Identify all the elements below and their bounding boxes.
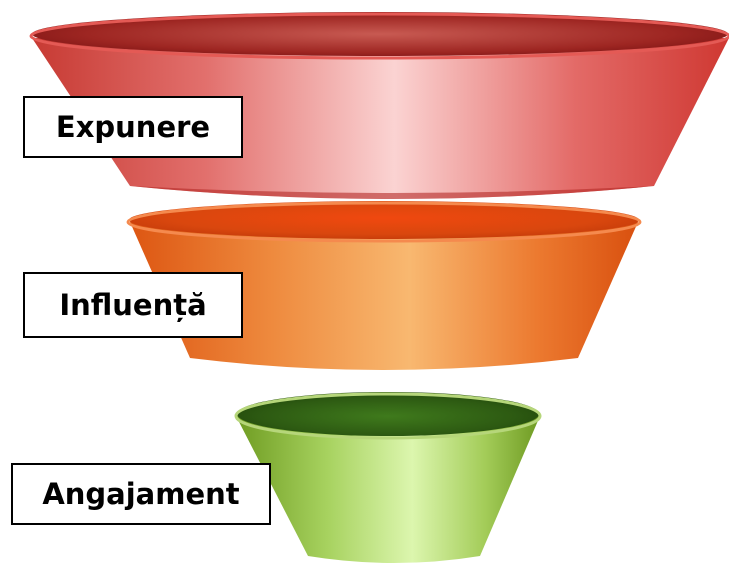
funnel-stage-2-lip	[126, 201, 642, 243]
funnel-stage-1	[29, 12, 729, 199]
funnel-stage-3-body	[236, 416, 540, 563]
funnel-stage-3-opening	[237, 392, 539, 436]
funnel-stage-1-lip	[29, 12, 729, 60]
funnel-stage-3	[234, 392, 542, 563]
stage-label-angajament: Angajament	[11, 463, 271, 525]
stage-label-influenta: Influență	[23, 272, 243, 338]
funnel-stage-1-body	[32, 38, 729, 199]
stage-label-expunere: Expunere	[23, 96, 243, 158]
funnel-stage-1-bottom-rim	[130, 186, 654, 199]
funnel-stage-2-body	[130, 222, 638, 370]
funnel-stage-2-opening	[129, 201, 639, 239]
funnel-stage-3-lip	[234, 392, 542, 440]
funnel-stage-2	[126, 201, 642, 370]
funnel-stage-1-opening	[32, 12, 728, 56]
